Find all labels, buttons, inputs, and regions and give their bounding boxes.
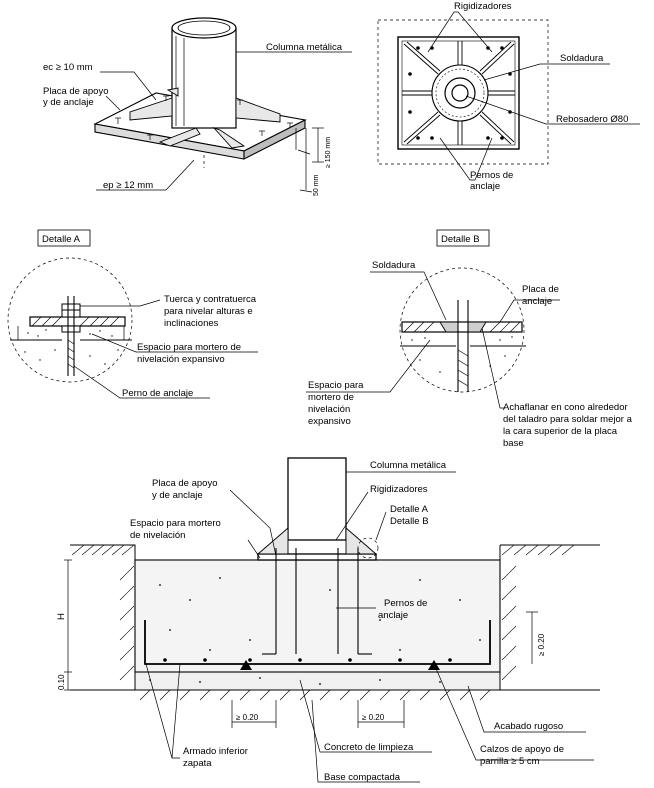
placa-apoyo-bottom-label-1: Placa de apoyo <box>152 478 218 489</box>
plan-view-base-plate: Rigidizadores Soldadura Rebosadero Ø80 P… <box>377 1 640 192</box>
detalle-b: Detalle B Soldadura Placa de anclaje <box>306 229 633 449</box>
dim-50-label: 50 mm <box>313 174 320 196</box>
pernos-bottom-label-2: anclaje <box>378 610 408 621</box>
placa-b-label-1: Placa de <box>522 284 559 295</box>
detalle-a-title: Detalle A <box>42 234 81 245</box>
tuerca-label-2: para nivelar alturas e <box>164 306 253 317</box>
compacted-base-hatch <box>139 689 491 701</box>
achaflanar-label-3: la cara superior de la placa <box>503 426 618 437</box>
espacio-b-label-3: nivelación <box>308 404 350 415</box>
espacio-mortero-label-2: de nivelación <box>130 530 185 541</box>
tuerca-label-1: Tuerca y contratuerca <box>164 294 257 305</box>
placa-apoyo-top-label-2: y de anclaje <box>43 97 94 108</box>
espacio-a-label-1: Espacio para mortero de <box>137 342 241 353</box>
dim-150-label: ≥ 150 mm <box>325 137 332 168</box>
rigidizadores-bottom-label: Rigidizadores <box>370 484 428 495</box>
columna-metalica-label-top: Columna metálica <box>266 42 343 53</box>
concreto-label: Concreto de limpieza <box>324 742 414 753</box>
achaflanar-label-4: base <box>503 438 524 449</box>
pernos-top-label-1: Pernos de <box>470 170 513 181</box>
achaflanar-label-2: del taladro para soldar mejor a <box>503 414 633 425</box>
ep-label: ep ≥ 12 mm <box>103 180 153 191</box>
detalle-b-title: Detalle B <box>441 234 480 245</box>
pernos-top-label-2: anclaje <box>470 181 500 192</box>
espacio-b-label-1: Espacio para <box>308 380 364 391</box>
placa-apoyo-bottom-label-2: y de anclaje <box>152 490 203 501</box>
ground-right <box>499 544 600 691</box>
dim-010-label: 0.10 <box>57 674 66 690</box>
dim-h-label: H <box>56 613 67 620</box>
soldadura-top-label: Soldadura <box>560 53 604 64</box>
tuerca-label-3: inclinaciones <box>164 318 219 329</box>
isometric-base-plate: 50 mm ≥ 150 mm Columna metálica ec ≥ 10 … <box>43 17 352 196</box>
base-label: Base compactada <box>324 772 401 783</box>
calzos-label-1: Calzos de apoyo de <box>480 744 564 755</box>
detalle-a: Detalle A Tuerca y co <box>7 229 258 399</box>
armado-label-2: zapata <box>183 758 212 769</box>
ground-left <box>70 544 136 691</box>
soldadura-b-label: Soldadura <box>372 260 416 271</box>
espacio-b-label-4: expansivo <box>308 416 351 427</box>
detalle-b-ref-label: Detalle B <box>390 516 429 527</box>
footing-section: H 0.10 ≥ 0.20 ≥ 0.20 ≥ 0.20 Columna metá… <box>56 457 600 783</box>
espacio-a-label-2: nivelación expansivo <box>137 354 225 365</box>
detalle-a-ref-label: Detalle A <box>390 504 429 515</box>
armado-label-1: Armado inferior <box>183 746 248 757</box>
espacio-mortero-label-1: Espacio para mortero <box>130 518 221 529</box>
rebosadero-label: Rebosadero Ø80 <box>556 114 628 125</box>
dim-020-right-label: ≥ 0.20 <box>537 633 546 656</box>
pernos-bottom-label-1: Pernos de <box>384 598 427 609</box>
dim-020-a-label: ≥ 0.20 <box>236 713 259 722</box>
columna-metalica-bottom-label: Columna metálica <box>370 460 447 471</box>
calzos-label-2: parrilla ≥ 5 cm <box>480 756 540 767</box>
achaflanar-label-1: Achaflanar en cono alrededor <box>503 402 628 413</box>
dim-020-b-label: ≥ 0.20 <box>362 713 385 722</box>
perno-a-label: Perno de anclaje <box>122 388 193 399</box>
ec-label: ec ≥ 10 mm <box>43 62 93 73</box>
placa-apoyo-top-label-1: Placa de apoyo <box>43 86 109 97</box>
placa-b-label-2: anclaje <box>522 296 552 307</box>
acabado-label: Acabado rugoso <box>494 721 563 732</box>
espacio-b-label-2: mortero de <box>308 392 354 403</box>
rigidizadores-top-label: Rigidizadores <box>454 1 512 12</box>
